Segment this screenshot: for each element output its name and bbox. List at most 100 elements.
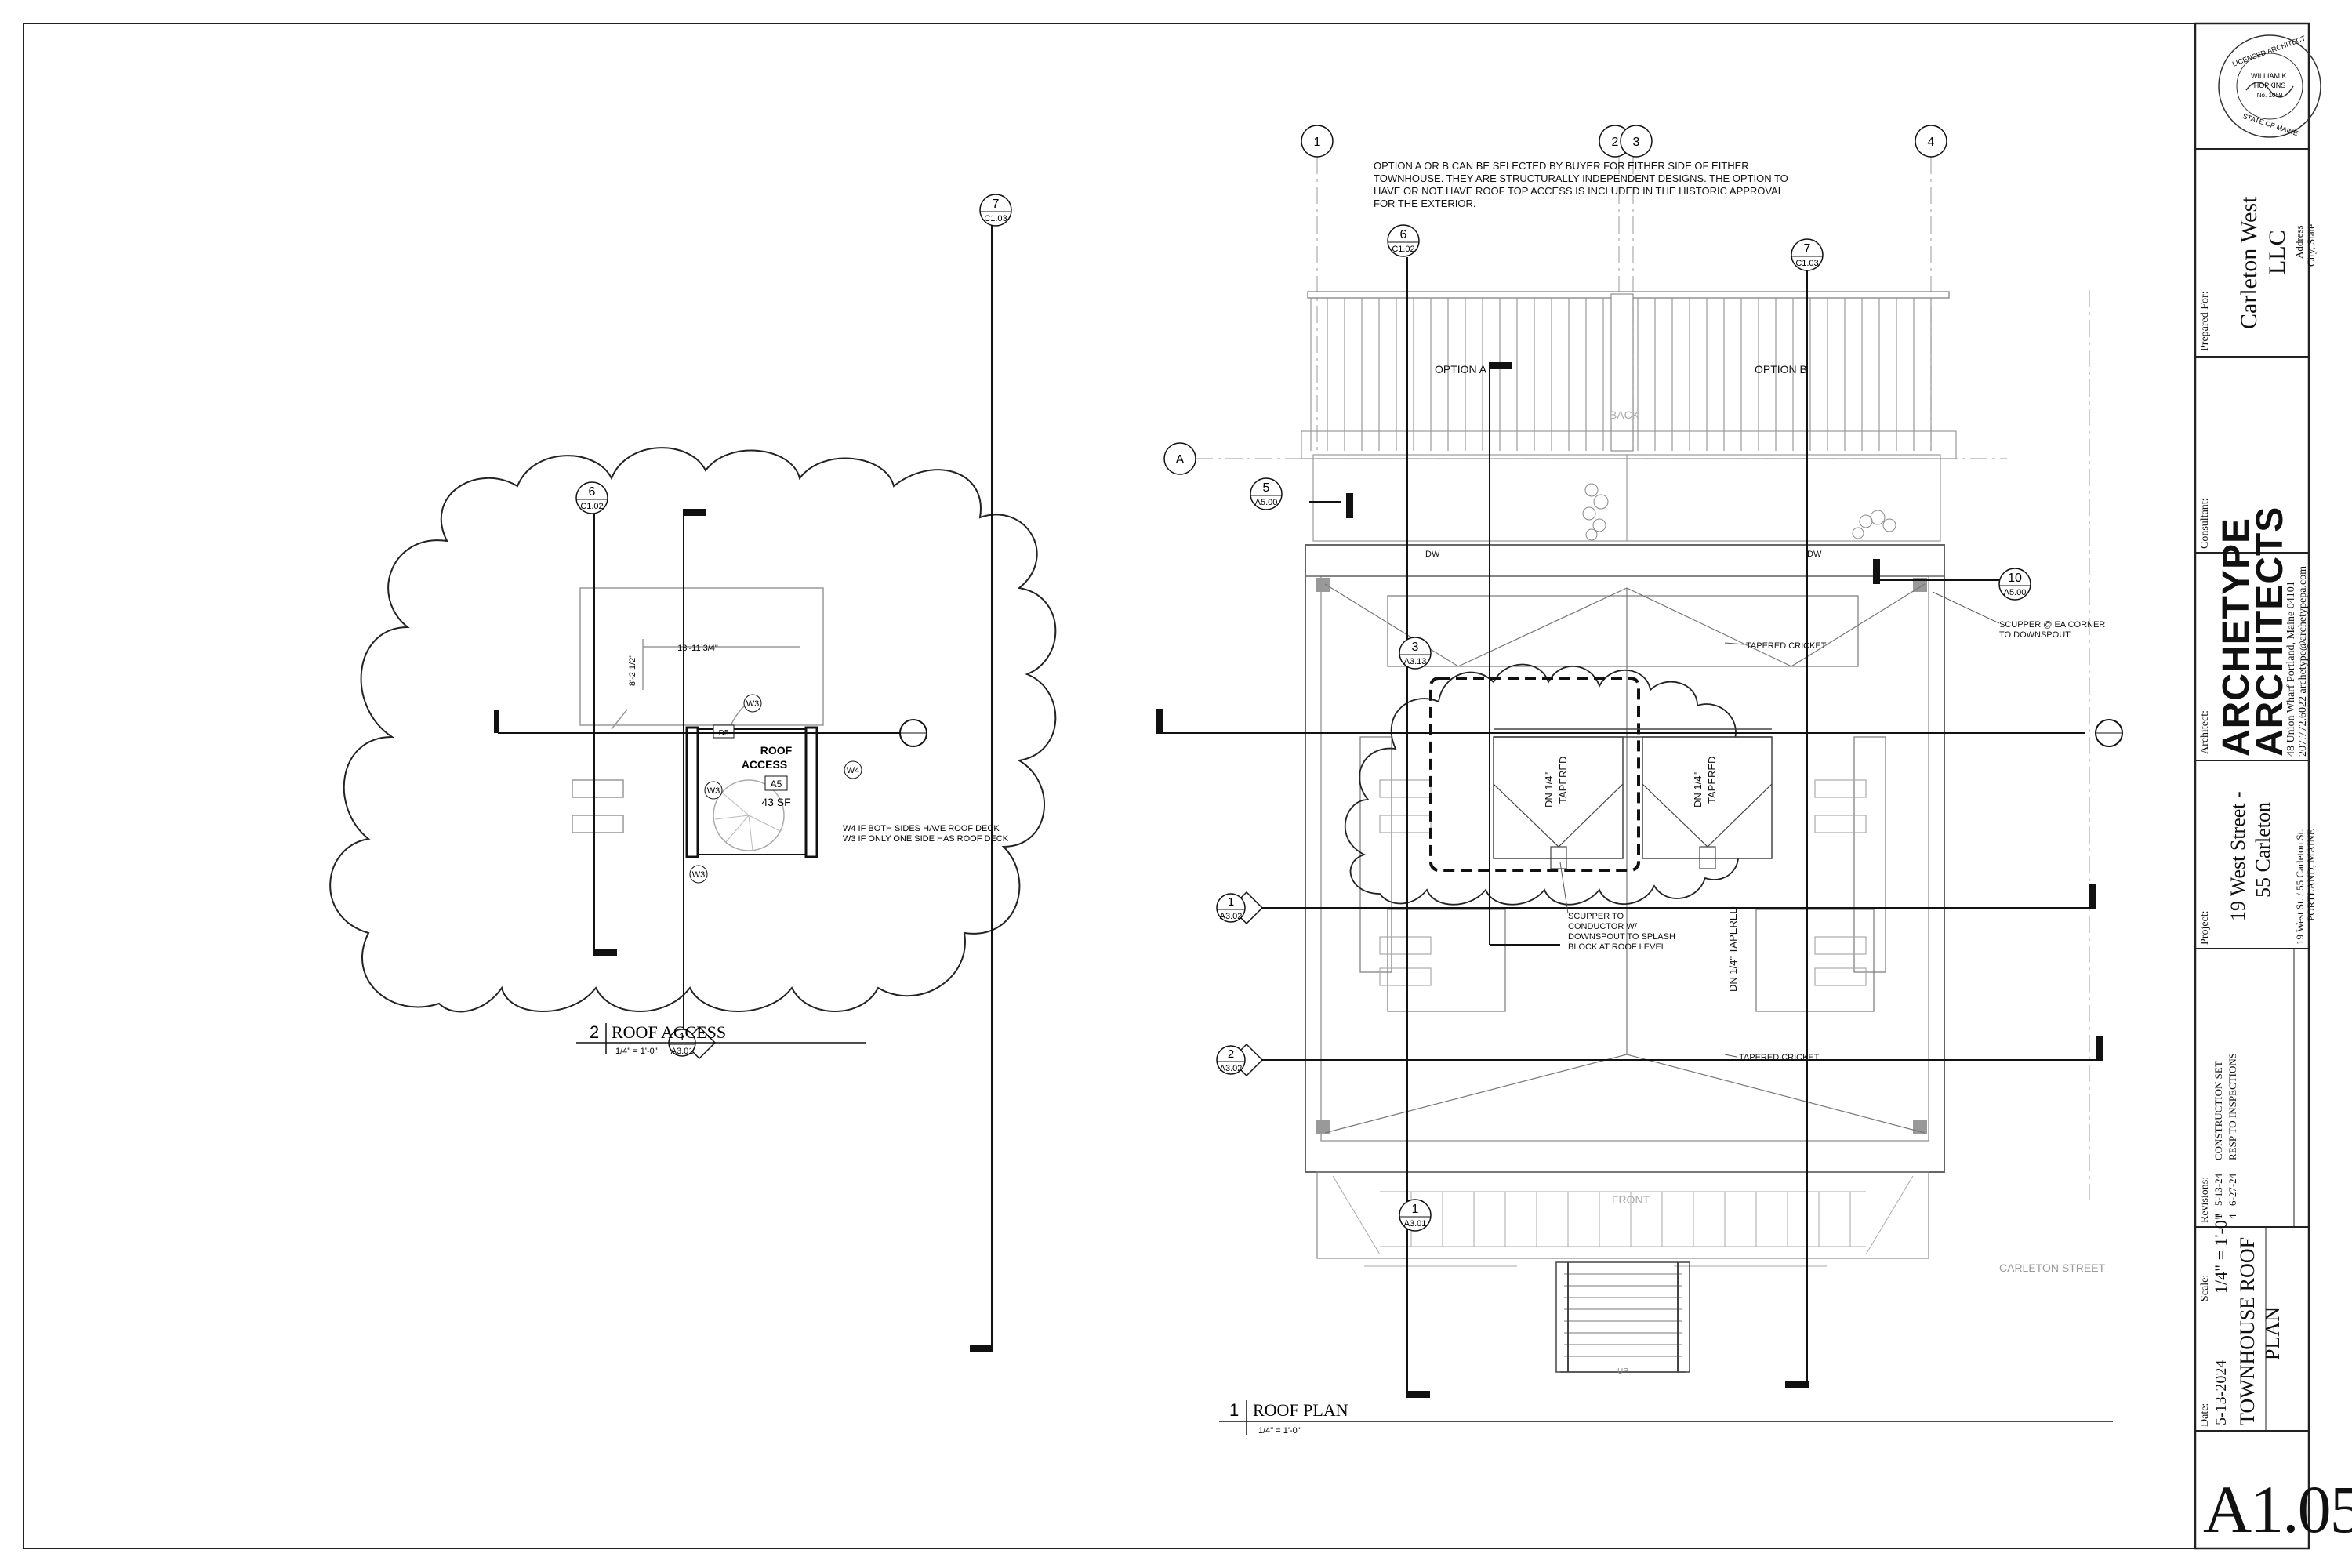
svg-text:A5.00: A5.00: [1255, 498, 1278, 507]
section-marker: 1A3.01: [1399, 1199, 1432, 1232]
client-address: City, State: [2305, 223, 2317, 267]
svg-text:2: 2: [1228, 1047, 1234, 1061]
dw-label: DW: [1425, 550, 1440, 559]
option-note: OPTION A OR B CAN BE SELECTED BY BUYER F…: [1374, 160, 1749, 172]
section-marker: 2A3.02: [1216, 1043, 1264, 1077]
slope-label: TAPERED: [1557, 757, 1569, 804]
scupper-conductor-note: CONDUCTOR W/: [1568, 922, 1638, 931]
street-label: CARLETON STREET: [1999, 1261, 2106, 1274]
svg-text:7: 7: [993, 198, 1000, 211]
roof-access-detail: W3 W4 W3 W3 A5 D5 ROOF ACCESS 43 SF 13'-…: [329, 447, 1057, 1013]
date-value: 5-13-2024: [2212, 1359, 2230, 1425]
scupper-conductor-note: SCUPPER TO: [1568, 912, 1624, 921]
window-tag-w4: W4: [847, 766, 860, 775]
window-tag-w3: W3: [707, 786, 720, 796]
spiral-stair: [713, 779, 785, 851]
view-title-roof-plan: 1 ROOF PLAN 1/4" = 1'-0": [1219, 1400, 2113, 1436]
client-name: LLC: [2264, 230, 2290, 274]
option-note: TOWNHOUSE. THEY ARE STRUCTURALLY INDEPEN…: [1374, 172, 1788, 184]
svg-text:C1.02: C1.02: [1392, 245, 1414, 254]
project-name: 19 West Street -: [2227, 791, 2249, 921]
access-wall-left: [685, 726, 699, 858]
section-lines-left: [593, 221, 993, 1352]
grid-bubble-1: 1: [1314, 136, 1321, 149]
client-name: Carleton West: [2236, 196, 2262, 330]
scupper-note: SCUPPER @ EA CORNER: [1999, 620, 2105, 630]
svg-text:1: 1: [679, 1030, 685, 1043]
area-label: 43 SF: [761, 796, 790, 808]
svg-text:10: 10: [2008, 572, 2022, 585]
scale-value: 1/4" = 1'-0": [2211, 1213, 2230, 1294]
section-marker: 6C1.02: [1387, 224, 1420, 257]
svg-text:5: 5: [1263, 481, 1270, 495]
sheet-number: A1.05: [2203, 1472, 2352, 1547]
svg-text:No. 1059: No. 1059: [2257, 92, 2283, 99]
front-label: FRONT: [1612, 1193, 1650, 1206]
sheet-border: [23, 23, 2310, 1549]
scupper-note: TO DOWNSPOUT: [1999, 630, 2071, 640]
option-note: FOR THE EXTERIOR.: [1374, 198, 1476, 209]
project-address: PORTLAND, MAINE: [2305, 829, 2317, 921]
date-label: Date:: [2199, 1403, 2211, 1427]
roof-access-label: ROOF: [760, 744, 793, 757]
svg-text:1: 1: [1229, 1400, 1239, 1420]
revision-desc: CONSTRUCTION SET: [2212, 1061, 2224, 1160]
svg-text:A3.13: A3.13: [1404, 657, 1427, 666]
svg-text:1/4" = 1'-0": 1/4" = 1'-0": [1258, 1426, 1301, 1436]
section-marker: 6C1.02: [575, 481, 608, 514]
window-tag-w3: W3: [746, 699, 760, 709]
svg-text:1/4" = 1'-0": 1/4" = 1'-0": [615, 1047, 658, 1056]
svg-text:A3.01: A3.01: [671, 1047, 694, 1056]
up-label: UP: [1617, 1367, 1628, 1376]
slope-label: DN 1/4": [1543, 772, 1555, 808]
cricket-note: TAPERED CRICKET: [1746, 641, 1827, 651]
roof-access-label: ACCESS: [742, 758, 787, 771]
firm-address: 48 Union Wharf Portland, Maine 04101: [2285, 581, 2297, 757]
grid-bubble-4: 4: [1928, 136, 1935, 149]
roof-plan: [1156, 157, 2123, 1398]
prepared-for-label: Prepared For:: [2199, 291, 2211, 351]
architect-label: Architect:: [2199, 710, 2211, 754]
svg-text:1: 1: [1228, 895, 1234, 909]
revisions-label: Revisions:: [2199, 1176, 2211, 1223]
svg-text:WILLIAM K.: WILLIAM K.: [2251, 72, 2288, 80]
consultant-label: Consultant:: [2199, 498, 2211, 549]
scupper-conductor-note: DOWNSPOUT TO SPLASH: [1568, 932, 1675, 942]
svg-text:2: 2: [590, 1022, 599, 1042]
project-label: Project:: [2199, 910, 2211, 945]
svg-text:6: 6: [1400, 228, 1407, 241]
svg-text:ROOF ACCESS: ROOF ACCESS: [612, 1022, 726, 1042]
window-note: W3 IF ONLY ONE SIDE HAS ROOF DECK: [843, 834, 1009, 844]
architect-stamp: LICENSED ARCHITECT WILLIAM K. HOPKINS No…: [2218, 34, 2321, 138]
svg-text:C1.02: C1.02: [580, 502, 603, 511]
grid-bubble-3: 3: [1633, 136, 1640, 149]
revision-date: 6-27-24: [2227, 1173, 2238, 1206]
svg-text:ROOF PLAN: ROOF PLAN: [1253, 1400, 1348, 1420]
dw-label: DW: [1807, 550, 1822, 559]
sheet-title: TOWNHOUSE ROOF: [2236, 1236, 2259, 1425]
option-a-label: OPTION A: [1435, 363, 1487, 376]
scupper-conductor-note: BLOCK AT ROOF LEVEL: [1568, 942, 1666, 952]
revision-cloud: [1344, 663, 1755, 906]
access-wall-right: [804, 726, 818, 858]
slope-label: TAPERED: [1706, 757, 1718, 804]
option-b-label: OPTION B: [1755, 363, 1807, 376]
section-marker: 3A3.13: [1399, 637, 1432, 670]
section-marker: 7C1.03: [979, 194, 1012, 227]
svg-text:A5.00: A5.00: [2004, 588, 2027, 597]
roof-access-hatch: [1429, 677, 1640, 872]
svg-text:A3.02: A3.02: [1220, 1064, 1243, 1073]
svg-text:HOPKINS: HOPKINS: [2254, 82, 2286, 89]
section-marker: 5A5.00: [1250, 477, 1283, 510]
slope-label: DN 1/4": [1692, 772, 1704, 808]
window-note: W4 IF BOTH SIDES HAVE ROOF DECK: [843, 824, 1000, 833]
dimension-depth: 8'-2 1/2": [628, 655, 637, 686]
door-tag: A5: [771, 779, 782, 789]
svg-text:7: 7: [1804, 242, 1811, 256]
revision-desc: RESP TO INSPECTIONS: [2227, 1052, 2238, 1160]
svg-text:A3.01: A3.01: [1404, 1219, 1427, 1229]
option-note: HAVE OR NOT HAVE ROOF TOP ACCESS IS INCL…: [1374, 185, 1784, 197]
svg-text:A3.02: A3.02: [1220, 912, 1243, 921]
svg-text:1: 1: [1412, 1203, 1419, 1216]
